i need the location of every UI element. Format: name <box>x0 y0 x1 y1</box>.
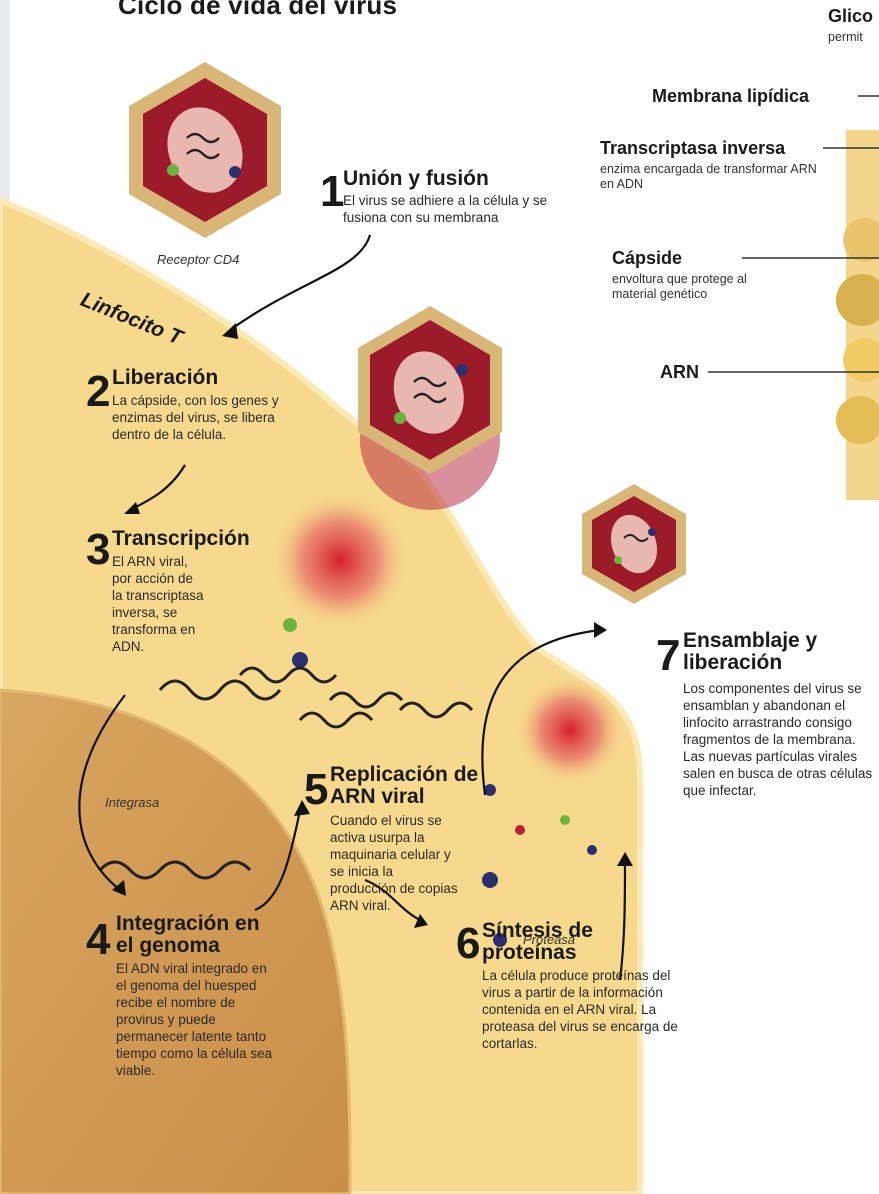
step-6-body: La célula produce proteínas del virus a … <box>482 967 682 1052</box>
step-2-title: Liberación <box>112 367 218 389</box>
label-receptor: Receptor CD4 <box>157 252 239 267</box>
assembly-glow <box>515 675 625 785</box>
step-3-number: 3 <box>86 530 110 570</box>
virus-particle-released <box>582 484 686 604</box>
label-integrasa: Integrasa <box>105 795 159 810</box>
step-6-number: 6 <box>456 924 480 964</box>
step-5-number: 5 <box>304 770 328 810</box>
step-4-number: 4 <box>86 920 110 960</box>
step-7-body: Los componentes del virus se ensamblan y… <box>683 680 877 799</box>
legend-transcriptasa: Transcriptasa inversa <box>600 138 785 159</box>
step-5-title: Replicación de ARN viral <box>330 764 490 808</box>
legend-glico-sub: permit <box>828 30 863 45</box>
legend-transcriptasa-desc: enzima encargada de transformar ARN en A… <box>600 162 820 192</box>
legend-capside-desc: envoltura que protege al material genéti… <box>612 272 772 302</box>
step-4-title: Integración en el genoma <box>116 913 276 957</box>
step-3-body: El ARN viral, por acción de la transcrip… <box>112 553 207 655</box>
step-5-body: Cuando el virus se activa usurpa la maqu… <box>330 812 460 914</box>
virus-particle-top <box>129 62 281 238</box>
step-7-number: 7 <box>656 636 680 676</box>
legend-capside: Cápside <box>612 248 682 269</box>
step-4-body: El ADN viral integrado en el genoma del … <box>116 960 281 1079</box>
virus-particle-fusing <box>358 306 502 510</box>
step-1-title: Unión y fusión <box>343 168 489 190</box>
step-6-title: Síntesis de proteínas <box>482 920 622 964</box>
step-2-number: 2 <box>86 372 110 412</box>
step-1-body: El virus se adhiere a la célula y se fus… <box>343 192 568 226</box>
legend-membrana: Membrana lipídica <box>652 86 809 107</box>
virus-structure-detail <box>836 130 879 500</box>
diagram-title: Ciclo de vida del virus <box>118 0 397 21</box>
legend-arn: ARN <box>660 362 699 383</box>
step-2-body: La cápside, con los genes y enzimas del … <box>112 392 312 443</box>
step-3-title: Transcripción <box>112 528 250 550</box>
transcription-glow <box>270 490 410 630</box>
legend-glico: Glico <box>828 6 873 27</box>
step-7-title: Ensamblaje y liberación <box>683 630 843 674</box>
step-1-number: 1 <box>320 172 344 212</box>
